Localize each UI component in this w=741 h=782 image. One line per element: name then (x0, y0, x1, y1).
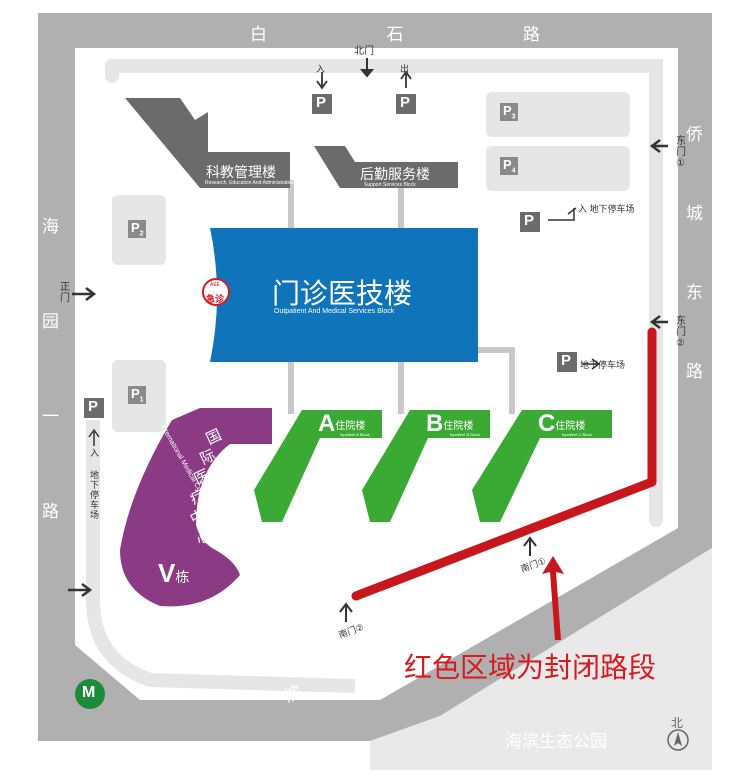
international-building (120, 408, 272, 607)
inpatient-c-label: C 住院楼 (538, 410, 586, 437)
red-arrow-icon (542, 556, 564, 640)
park-area (370, 548, 712, 770)
emergency-badge (202, 278, 230, 306)
east2-gate-arrow-icon (649, 315, 668, 329)
inpatient-a-building (254, 410, 382, 522)
connector (398, 362, 404, 414)
parking-lot-1-label: P1 (131, 386, 144, 404)
closed-road-notice: 红色区域为封闭路段 (404, 652, 657, 683)
main-gate-arrow-icon (72, 287, 97, 301)
east1-gate-label: 东 门 ① (676, 136, 686, 169)
compass-label: 北 (671, 716, 684, 730)
parking-p: P (400, 94, 411, 111)
outpatient-building-label: 门诊医技楼 (272, 278, 413, 309)
west-underground-arrow-icon (88, 428, 100, 446)
support-building-en: Support Services Block (364, 182, 416, 188)
connector (288, 180, 294, 230)
outpatient-building (210, 228, 478, 362)
underground-label-east: 地下停车场 (580, 360, 626, 370)
west-underground-label: 入 (90, 448, 100, 458)
main-gate-label: 正 门 (60, 282, 70, 304)
inpatient-a-en: Inpatient A Block (340, 432, 370, 437)
road-label-north: 白 石 路 (250, 25, 540, 44)
underground-entry-label: 入 地下停车场 (578, 204, 635, 214)
inpatient-c-building (472, 410, 612, 522)
road-label-west: 海 园 一 路 (42, 217, 59, 521)
support-building (314, 146, 458, 188)
parking-p: P (316, 94, 327, 111)
compass-icon (667, 729, 689, 751)
road-label-east: 侨 城 东 路 (686, 125, 703, 381)
south1-gate-arrow-icon (523, 536, 537, 556)
north-gate-arrow-icon (359, 58, 375, 78)
parking-lot-3-label: P3 (503, 103, 516, 121)
west-underground-label: 地 下 停 车 场 (90, 470, 100, 520)
inpatient-c-en: Inpatient C Block (562, 432, 593, 437)
parking-p: P (88, 398, 99, 415)
parking-entry-label: 入 (316, 64, 326, 74)
research-building-label: 科教管理楼 (206, 164, 276, 180)
research-building-en: Research, Education And Administration B… (205, 180, 308, 186)
closed-road-segment (351, 327, 657, 601)
parking-p: P (524, 212, 535, 229)
v-building-label: V 栋 (158, 558, 190, 588)
connector (288, 362, 294, 414)
underground-arrow-icon (548, 207, 577, 221)
park-label: 海滨生态公园 (505, 732, 607, 751)
metro-icon-label: M (82, 684, 96, 701)
inpatient-b-building (362, 410, 490, 522)
west-entry-arrow-icon (68, 583, 93, 597)
east2-gate-label: 东 门 ② (676, 316, 686, 349)
compass-needle-icon (674, 732, 682, 746)
research-building (125, 98, 290, 188)
parking-p: P (561, 352, 572, 369)
parking-entry-arrow-icon (316, 72, 328, 90)
north-gate-label: 北门 (354, 46, 374, 57)
parking-icon (84, 94, 577, 418)
inpatient-a-label: A 住院楼 (318, 410, 366, 437)
parking-exit-arrow-icon (400, 70, 412, 88)
outpatient-building-en: Outpatient And Medical Services Block (274, 308, 395, 315)
emergency-en: A&E (210, 282, 221, 288)
parking-lot-3 (486, 92, 630, 137)
parking-exit-label: 出 (400, 64, 410, 74)
support-building-label: 后勤服务楼 (360, 166, 430, 182)
inpatient-b-en: Inpatient B Block (450, 432, 481, 437)
campus-ground (75, 48, 678, 700)
emergency-label: 急诊 (206, 294, 225, 304)
inner-ring-road-west (86, 420, 356, 693)
underground-arrow-icon (582, 358, 601, 370)
parking-lot-2-label: P2 (131, 220, 144, 238)
parking-lot-4 (486, 146, 630, 191)
connector (478, 347, 515, 414)
metro-icon (75, 679, 105, 709)
parking-lot-4-label: P4 (503, 157, 516, 175)
connector (398, 180, 404, 230)
south2-gate-arrow-icon (339, 602, 353, 622)
east1-gate-arrow-icon (649, 139, 668, 153)
inpatient-b-label: B 住院楼 (426, 410, 474, 437)
